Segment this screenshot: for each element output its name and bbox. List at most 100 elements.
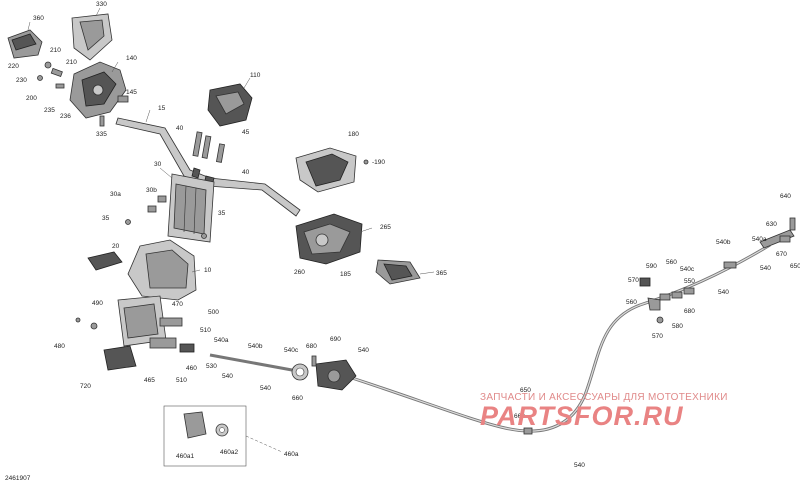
cable-adjuster-group <box>639 261 737 324</box>
cover-330 <box>71 13 113 61</box>
callout-690: 690 <box>330 336 341 343</box>
callout-40: 40 <box>176 125 184 132</box>
callout-10: 10 <box>204 267 212 274</box>
callout-460a: 460a <box>284 451 299 458</box>
callout-15: 15 <box>158 105 166 112</box>
callout-640: 640 <box>780 193 791 200</box>
callout-460: 460 <box>186 365 197 372</box>
callout-570: 570 <box>628 277 639 284</box>
callout-185: 185 <box>340 271 351 278</box>
callout-45: 45 <box>242 129 250 136</box>
callout-540-1: 540 <box>222 373 233 380</box>
callout-680-right: 680 <box>684 308 695 315</box>
throttle-cable <box>209 243 771 433</box>
callout-510: 510 <box>200 327 211 334</box>
callout-465: 465 <box>144 377 155 384</box>
callout-235: 235 <box>44 107 55 114</box>
callout-30: 30 <box>154 161 162 168</box>
callout-560-b: 560 <box>626 299 637 306</box>
callout-650: 650 <box>520 387 531 394</box>
callout-30b: 30b <box>146 187 157 194</box>
switch-260 <box>295 213 363 265</box>
callout-540-2: 540 <box>260 385 271 392</box>
callout-490: 490 <box>92 300 103 307</box>
callout-650-right: 650 <box>790 263 800 270</box>
callout-720: 720 <box>80 383 91 390</box>
callout-35: 35 <box>102 215 110 222</box>
callout-180: 180 <box>348 131 359 138</box>
washer-490 <box>90 322 98 330</box>
watermark-logo: PARTSFOR.RU <box>480 401 684 431</box>
switch-small-parts <box>37 61 65 89</box>
callout-540b-right: 540b <box>716 239 731 246</box>
drawing-number: 2461907 <box>5 475 31 482</box>
riser-30 <box>167 173 215 243</box>
callout-560: 560 <box>666 259 677 266</box>
cable-end-650 <box>759 217 796 249</box>
callout-265: 265 <box>380 224 391 231</box>
part-30b <box>157 195 167 203</box>
callout-470: 470 <box>172 301 183 308</box>
callout-30a: 30a <box>110 191 121 198</box>
callout-360: 360 <box>33 15 44 22</box>
callout-140: 140 <box>126 55 137 62</box>
callout-660: 660 <box>292 395 303 402</box>
cable-clip-650 <box>523 427 533 435</box>
callout-660-b: 660 <box>514 413 525 420</box>
steering-column-10 <box>103 239 197 371</box>
callout-230: 230 <box>16 77 27 84</box>
screw-35-right <box>201 233 207 239</box>
part-510 <box>149 337 177 349</box>
part-145 <box>117 95 129 103</box>
callout-630: 630 <box>766 221 777 228</box>
screw-480 <box>75 317 81 323</box>
callout-670: 670 <box>776 251 787 258</box>
callout-510-b: 510 <box>176 377 187 384</box>
screw-190 <box>363 159 369 165</box>
detail-box-460a <box>163 405 247 467</box>
grip-365 <box>375 259 421 285</box>
callout-460a2: 460a2 <box>220 449 238 456</box>
callout-540c-right: 540c <box>680 266 695 273</box>
callout-330: 330 <box>96 1 107 8</box>
part-470 <box>159 317 183 327</box>
bracket-180 <box>295 147 357 193</box>
callout-460a1: 460a1 <box>176 453 194 460</box>
bolts-40 <box>192 131 225 163</box>
callout-480: 480 <box>54 343 65 350</box>
callout-530: 530 <box>206 363 217 370</box>
callout-190: -190 <box>372 159 385 166</box>
callout-365: 365 <box>436 270 447 277</box>
screw-35-left <box>125 219 131 225</box>
part-20 <box>87 251 123 271</box>
callout-335: 335 <box>96 131 107 138</box>
callout-540-top: 540 <box>358 347 369 354</box>
clamp-110 <box>207 83 253 127</box>
callout-500: 500 <box>208 309 219 316</box>
callout-210: 210 <box>50 47 61 54</box>
part-530 <box>179 343 195 353</box>
callout-210-b: 210 <box>66 59 77 66</box>
callout-220: 220 <box>8 63 19 70</box>
callout-540c: 540c <box>284 347 299 354</box>
callout-200: 200 <box>26 95 37 102</box>
callout-540-3: 540 <box>574 462 585 469</box>
callout-35-b: 35 <box>218 210 226 217</box>
watermark-caption: ЗАПЧАСТИ И АКСЕССУАРЫ ДЛЯ МОТОТЕХНИКИ <box>480 392 728 403</box>
grip-360 <box>7 29 43 59</box>
part-30a <box>147 205 157 213</box>
callout-260: 260 <box>294 269 305 276</box>
callout-540a-right: 540a <box>752 236 767 243</box>
throttle-housing-660 <box>291 355 357 391</box>
callout-40-b: 40 <box>242 169 250 176</box>
watermark: ЗАПЧАСТИ И АКСЕССУАРЫ ДЛЯ МОТОТЕХНИКИ PA… <box>480 392 780 432</box>
callout-236: 236 <box>60 113 71 120</box>
callout-labels: 360 330 210 210 140 220 230 200 235 236 … <box>8 1 800 469</box>
callout-580: 580 <box>672 323 683 330</box>
callout-20: 20 <box>112 243 120 250</box>
callout-550: 550 <box>684 278 695 285</box>
callout-540a: 540a <box>214 337 229 344</box>
callout-590: 590 <box>646 263 657 270</box>
callout-540-4: 540 <box>760 265 771 272</box>
